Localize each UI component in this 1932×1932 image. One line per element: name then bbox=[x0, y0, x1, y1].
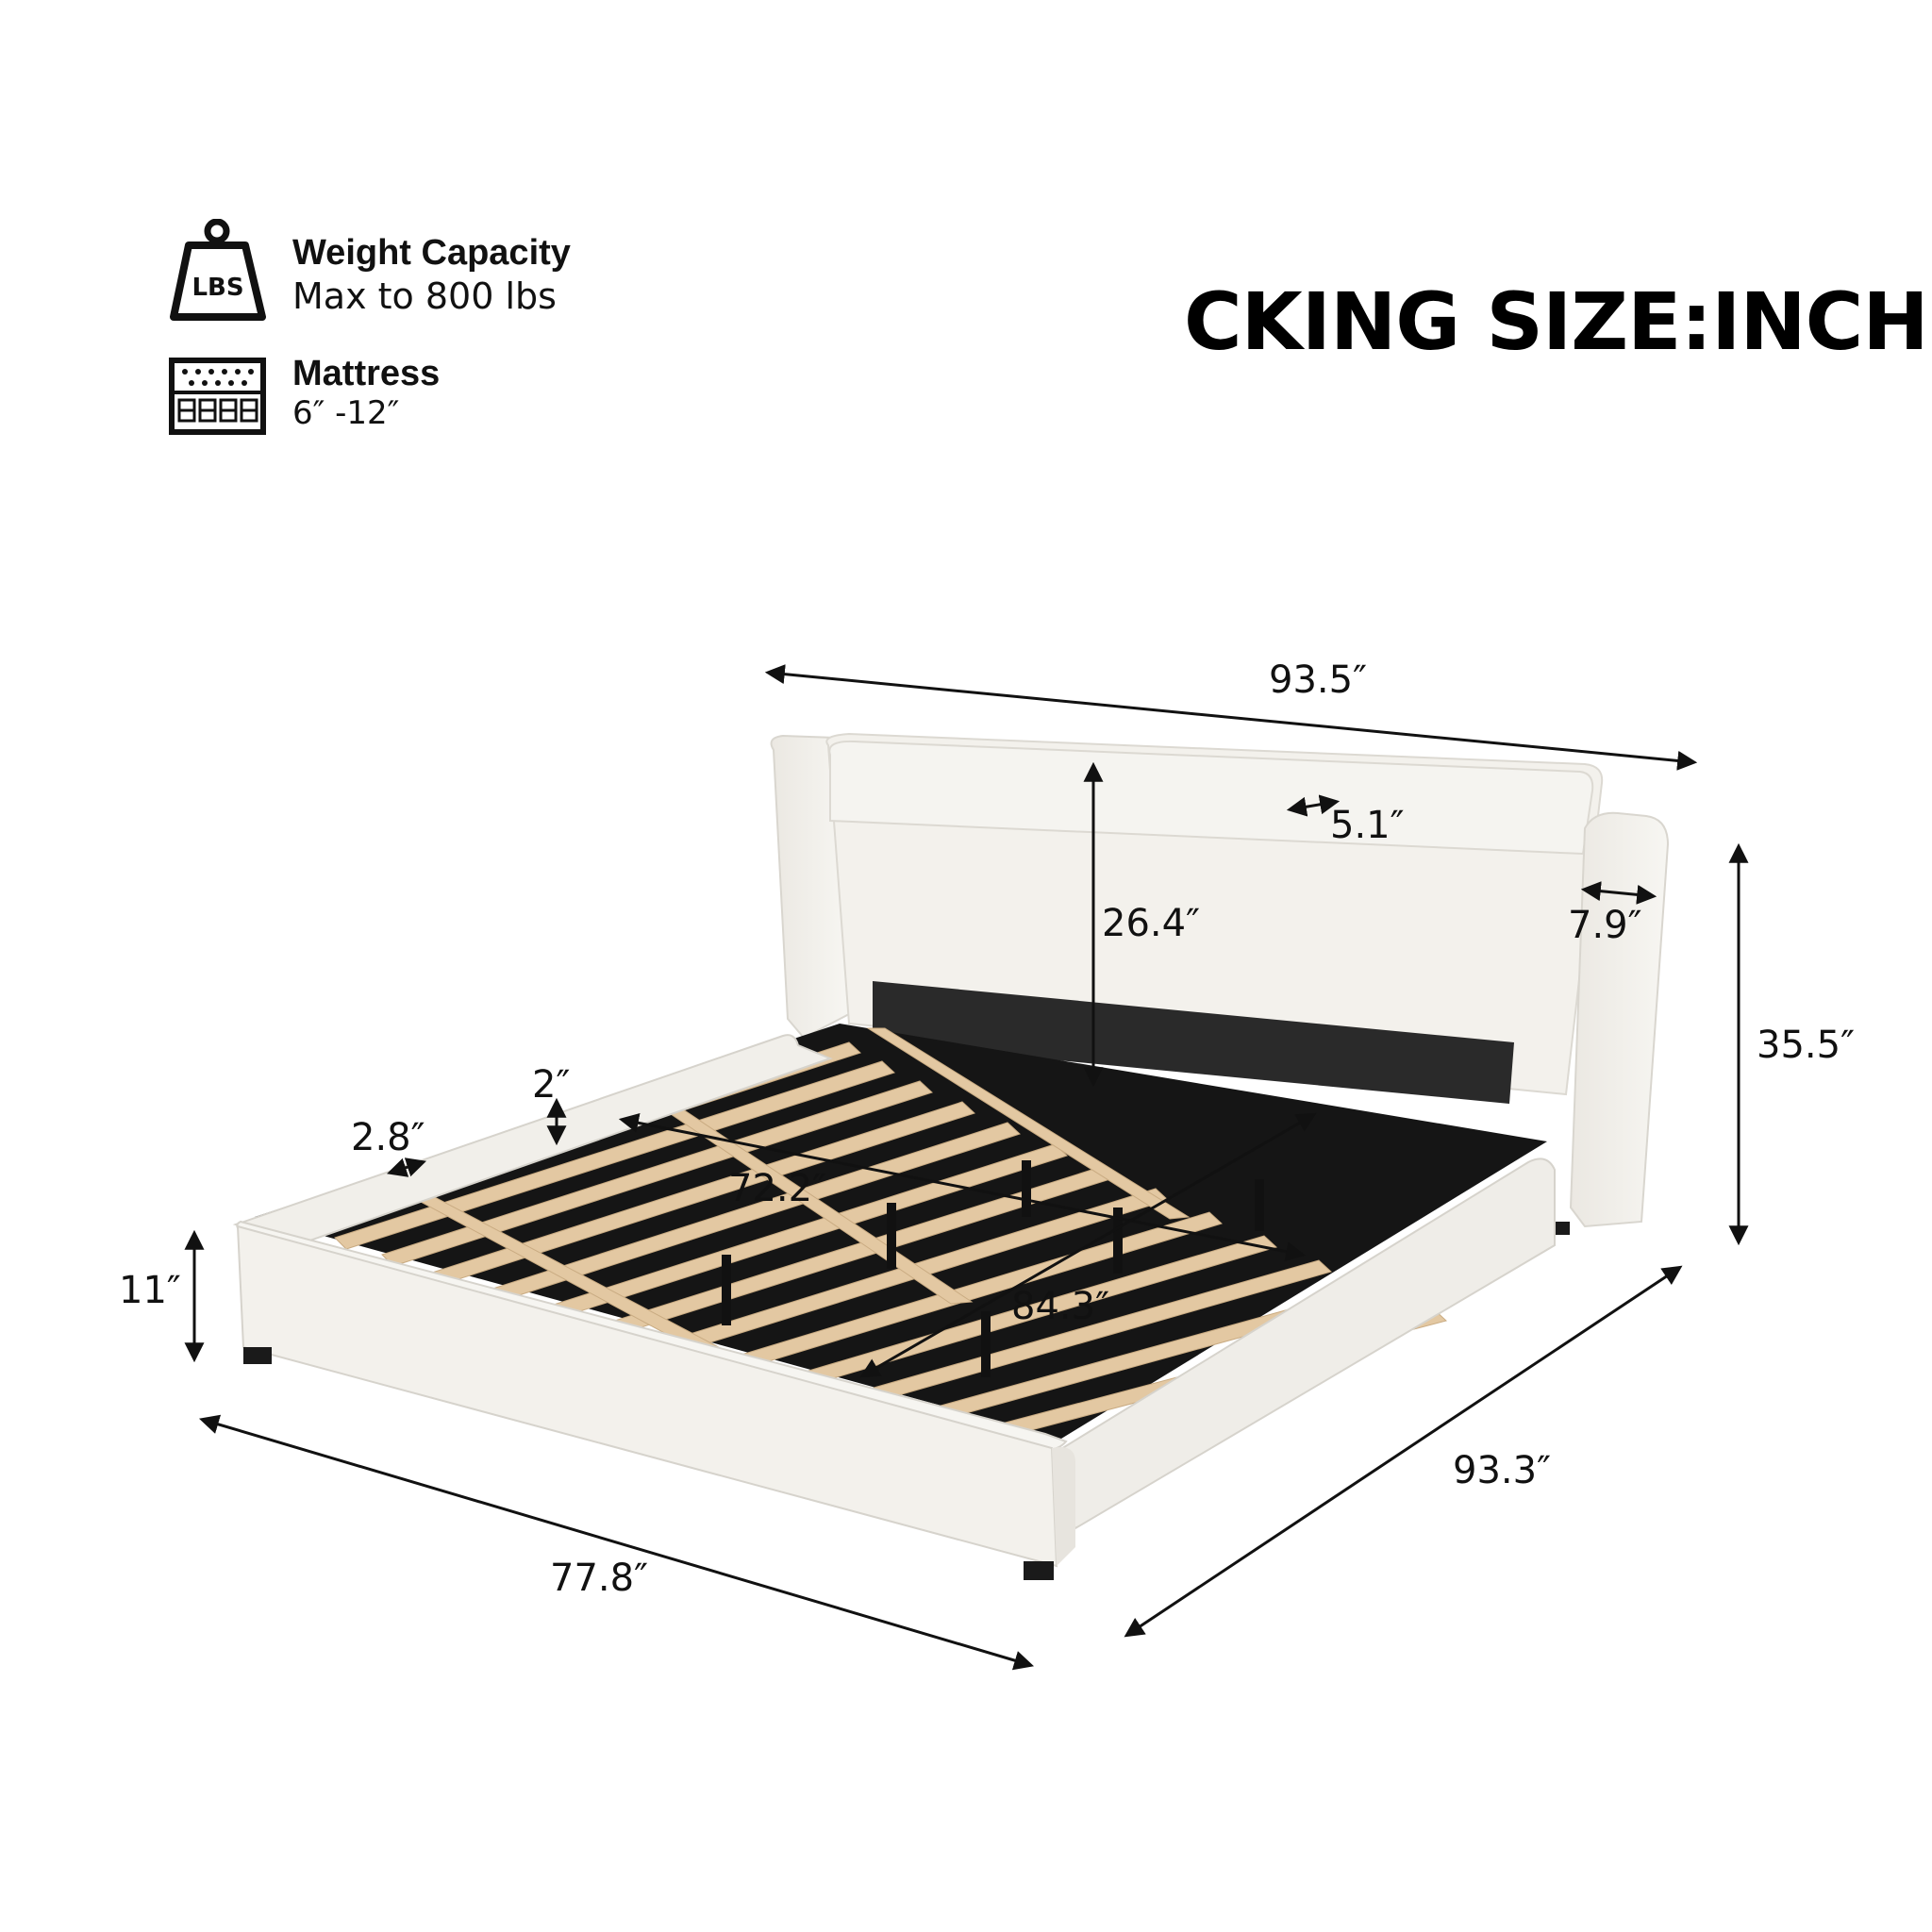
weight-lbs-icon: LBS bbox=[170, 219, 266, 321]
inner-length-label: 84.3″ bbox=[1011, 1285, 1110, 1328]
inner-width-label: 72.2″ bbox=[728, 1167, 827, 1210]
mattress-value: 6″ -12″ bbox=[292, 394, 400, 432]
headboard-height-label: 26.4″ bbox=[1102, 902, 1201, 945]
left-side-rail bbox=[232, 1034, 833, 1245]
mattress-icon bbox=[169, 358, 266, 435]
footboard-width-label: 77.8″ bbox=[550, 1557, 649, 1600]
wing-thickness-line bbox=[1580, 881, 1657, 905]
mattress-title: Mattress bbox=[292, 354, 441, 393]
overall-length-label: 93.3″ bbox=[1453, 1449, 1552, 1492]
mattress-spec: Mattress 6″ -12″ bbox=[168, 351, 658, 445]
headboard-lower-dark-panel bbox=[873, 981, 1514, 1104]
weight-capacity-spec: LBS Weight Capacity Max to 800 lbs bbox=[168, 219, 658, 332]
total-height-label: 35.5″ bbox=[1757, 1024, 1856, 1067]
inner-length-line bbox=[859, 1112, 1317, 1378]
rail-thickness-label: 2.8″ bbox=[351, 1116, 425, 1159]
overall-width-label: 93.5″ bbox=[1269, 658, 1368, 702]
headboard-right-wing bbox=[1569, 811, 1670, 1228]
weight-capacity-value: Max to 800 lbs bbox=[292, 275, 557, 317]
footboard-width-line bbox=[198, 1414, 1035, 1671]
overall-width-line bbox=[764, 664, 1698, 771]
slat-gap-label: 2″ bbox=[532, 1063, 571, 1107]
size-title: CKING SIZE:INCH bbox=[1184, 275, 1929, 368]
front-left-foot bbox=[243, 1347, 272, 1364]
footboard-corner bbox=[1052, 1447, 1075, 1566]
headboard-pad-depth-label: 5.1″ bbox=[1330, 804, 1405, 847]
cushion-depth-line bbox=[1286, 794, 1341, 817]
rail-thickness-line bbox=[387, 1158, 426, 1177]
lbs-icon-label: LBS bbox=[192, 274, 243, 302]
overall-length-line bbox=[1124, 1265, 1683, 1638]
front-right-foot bbox=[1024, 1561, 1054, 1580]
wing-thickness-label: 7.9″ bbox=[1568, 904, 1642, 947]
weight-capacity-title: Weight Capacity bbox=[292, 233, 571, 273]
rail-height-label: 11″ bbox=[119, 1269, 181, 1312]
